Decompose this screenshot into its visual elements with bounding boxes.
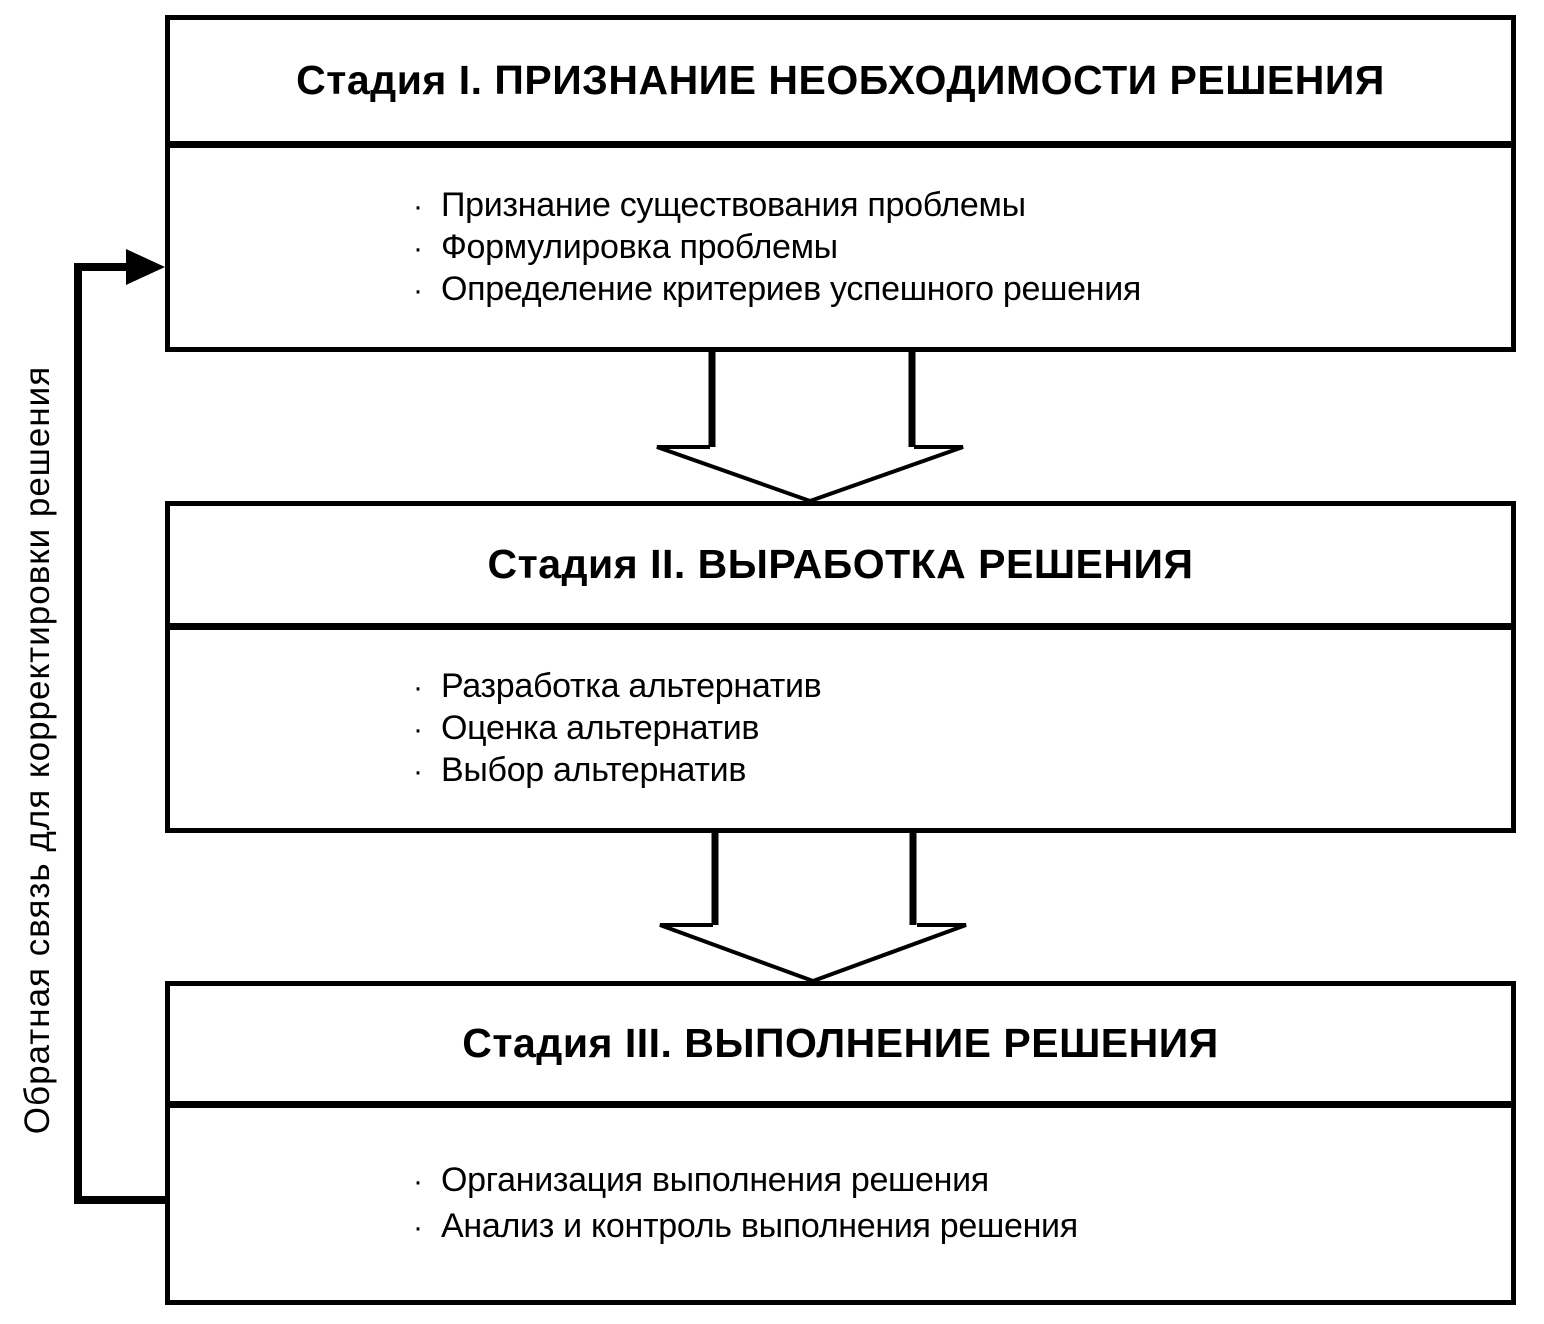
flow-arrow-stage2-to-stage3 <box>659 831 967 984</box>
bullet-icon: · <box>413 189 423 223</box>
list-item: · Анализ и контроль выполнения решения <box>413 1204 1511 1250</box>
bullet-icon: · <box>413 755 423 788</box>
list-item: · Формулировка проблемы <box>413 227 1511 269</box>
stage-box-1: Стадия I. ПРИЗНАНИЕ НЕОБХОДИМОСТИ РЕШЕНИ… <box>165 15 1516 352</box>
stage-3-items: · Организация выполнения решения · Анали… <box>170 1108 1511 1300</box>
list-item-text: Разработка альтернатив <box>441 667 822 705</box>
bullet-icon: · <box>413 273 423 307</box>
list-item: · Разработка альтернатив <box>413 666 1511 708</box>
bullet-icon: · <box>413 1165 423 1198</box>
feedback-arrow <box>74 249 167 1204</box>
list-item-text: Определение критериев успешного решения <box>441 269 1142 308</box>
stage-2-title: Стадия II. ВЫРАБОТКА РЕШЕНИЯ <box>170 506 1511 630</box>
stage-box-2: Стадия II. ВЫРАБОТКА РЕШЕНИЯ · Разработк… <box>165 501 1516 833</box>
list-item: · Организация выполнения решения <box>413 1158 1511 1204</box>
feedback-arrowhead-icon <box>126 249 165 285</box>
flow-arrow-stage1-to-stage2 <box>656 350 964 504</box>
list-item: · Оценка альтернатив <box>413 708 1511 750</box>
list-item: · Признание существования проблемы <box>413 185 1511 227</box>
stage-3-title: Стадия III. ВЫПОЛНЕНИЕ РЕШЕНИЯ <box>170 986 1511 1108</box>
list-item: · Выбор альтернатив <box>413 750 1511 792</box>
list-item: · Определение критериев успешного решени… <box>413 269 1511 311</box>
stage-2-items: · Разработка альтернатив · Оценка альтер… <box>170 630 1511 828</box>
list-item-text: Формулировка проблемы <box>441 227 838 266</box>
list-item-text: Организация выполнения решения <box>441 1161 989 1199</box>
bullet-icon: · <box>413 713 423 746</box>
bullet-icon: · <box>413 1211 423 1244</box>
bullet-icon: · <box>413 231 423 265</box>
stage-box-3: Стадия III. ВЫПОЛНЕНИЕ РЕШЕНИЯ · Организ… <box>165 981 1516 1305</box>
stage-1-title: Стадия I. ПРИЗНАНИЕ НЕОБХОДИМОСТИ РЕШЕНИ… <box>170 20 1511 148</box>
list-item-text: Признание существования проблемы <box>441 185 1026 224</box>
list-item-text: Оценка альтернатив <box>441 709 760 747</box>
list-item-text: Анализ и контроль выполнения решения <box>441 1207 1078 1245</box>
stage-1-items: · Признание существования проблемы · Фор… <box>170 148 1511 347</box>
feedback-label: Обратная связь для корректировки решения <box>18 365 57 1135</box>
list-item-text: Выбор альтернатив <box>441 751 747 789</box>
bullet-icon: · <box>413 671 423 704</box>
